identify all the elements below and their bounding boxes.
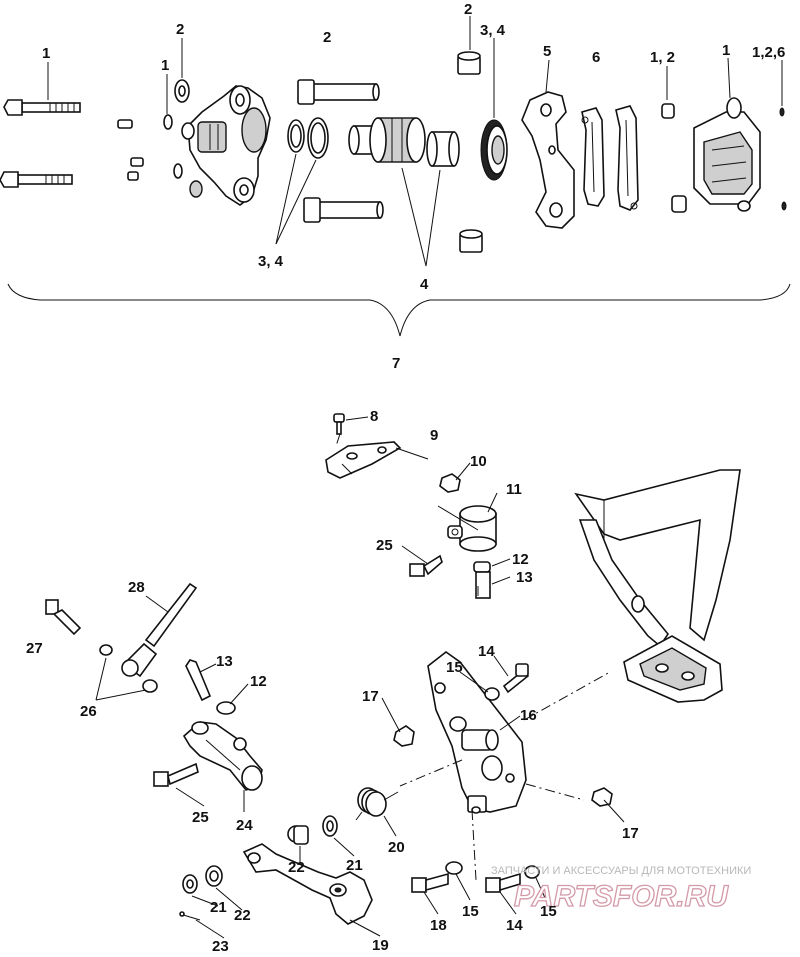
callout-label: 27 bbox=[26, 640, 43, 657]
pushrod-washers bbox=[99, 644, 158, 693]
callout-label: 1 bbox=[42, 45, 50, 62]
callout-label: 3, 4 bbox=[258, 253, 284, 270]
return-spring bbox=[355, 787, 399, 821]
master-cylinder-mount-bolt bbox=[153, 762, 199, 787]
assembly-dash-lines bbox=[335, 433, 611, 881]
watermark: ЗАПЧАСТИ И АКСЕССУАРЫ ДЛЯ МОТОТЕХНИКИ PA… bbox=[491, 865, 751, 914]
pin-boot-upper bbox=[661, 103, 675, 119]
callout-label: 2 bbox=[176, 21, 184, 38]
callout-label: 12 bbox=[512, 551, 529, 568]
callout-label: 25 bbox=[376, 537, 393, 554]
mounting-screw bbox=[333, 413, 345, 435]
frame-section bbox=[574, 469, 741, 703]
guide-pin-upper bbox=[297, 79, 380, 105]
crush-washers bbox=[182, 815, 338, 894]
callout-label: 4 bbox=[420, 276, 429, 293]
caliper-bolt-lower bbox=[0, 171, 73, 188]
lower-leader-lines bbox=[95, 416, 625, 939]
pin-boot-lower bbox=[671, 195, 687, 213]
guide-pin-lower bbox=[303, 197, 384, 223]
callout-label: 10 bbox=[470, 453, 487, 470]
mounting-bracket-plate bbox=[325, 441, 402, 479]
caliper-body-inner bbox=[181, 85, 271, 206]
reservoir-nut bbox=[439, 473, 461, 493]
callout-label: 19 bbox=[372, 937, 389, 954]
callout-label: 1,2,6 bbox=[752, 44, 785, 61]
pedal-washers bbox=[445, 687, 540, 879]
slide-bushing-lower bbox=[459, 229, 483, 253]
caliper-washer-small bbox=[174, 79, 190, 103]
callout-label: 1 bbox=[722, 42, 730, 59]
reservoir-hose-clamp bbox=[473, 561, 491, 573]
caliper-bracket bbox=[521, 91, 575, 229]
reservoir-hose bbox=[475, 571, 491, 599]
bleeder-screw bbox=[117, 114, 203, 198]
master-cylinder-bolt bbox=[45, 599, 82, 636]
callout-label: 12 bbox=[250, 673, 267, 690]
callout-label: 1, 2 bbox=[650, 49, 675, 66]
pushrod bbox=[121, 582, 198, 678]
callout-label: 17 bbox=[622, 825, 639, 842]
callout-label: 18 bbox=[430, 917, 447, 934]
callout-label: 15 bbox=[446, 659, 463, 676]
callout-label: 17 bbox=[362, 688, 379, 705]
callout-label: 21 bbox=[346, 857, 363, 874]
callout-label: 9 bbox=[430, 427, 438, 444]
piston-dust-boot bbox=[480, 119, 508, 181]
caliper-piston bbox=[348, 117, 426, 163]
callout-label: 23 bbox=[212, 938, 229, 955]
callout-label: 1 bbox=[161, 57, 169, 74]
caliper-clip bbox=[779, 107, 787, 211]
callout-label: 21 bbox=[210, 899, 227, 916]
pedal-bolts bbox=[411, 663, 530, 893]
callout-label: 11 bbox=[506, 481, 522, 498]
callout-label: 2 bbox=[464, 1, 472, 18]
callout-label: 3, 4 bbox=[480, 22, 506, 39]
piston-cup bbox=[426, 131, 460, 167]
callout-label: 22 bbox=[288, 859, 305, 876]
caliper-exploded-view bbox=[0, 51, 791, 337]
brake-fluid-reservoir bbox=[447, 505, 497, 552]
callout-label: 20 bbox=[388, 839, 405, 856]
master-cylinder-hose-clamp bbox=[216, 701, 236, 715]
caliper-body-outer bbox=[693, 97, 761, 212]
callout-label: 22 bbox=[234, 907, 251, 924]
brake-pad-inner bbox=[581, 107, 605, 207]
caliper-bolt-upper bbox=[3, 99, 81, 116]
watermark-caption: ЗАПЧАСТИ И АКСЕССУАРЫ ДЛЯ МОТОТЕХНИКИ bbox=[491, 865, 751, 877]
reservoir-bolt bbox=[409, 554, 443, 577]
callout-label: 8 bbox=[370, 408, 378, 425]
cotter-pin bbox=[179, 911, 201, 921]
callout-label: 16 bbox=[520, 707, 537, 724]
callout-label: 7 bbox=[392, 355, 400, 372]
callout-label: 28 bbox=[128, 579, 145, 596]
callout-label: 14 bbox=[478, 643, 495, 660]
callout-label: 13 bbox=[216, 653, 233, 670]
top-leader-lines bbox=[47, 16, 783, 267]
brake-line-banjo bbox=[242, 843, 373, 925]
master-cylinder bbox=[182, 721, 263, 791]
master-cylinder-hose bbox=[185, 659, 212, 702]
callout-label: 25 bbox=[192, 809, 209, 826]
callout-label: 26 bbox=[80, 703, 97, 720]
slide-bushing-upper bbox=[457, 51, 481, 75]
callout-label: 2 bbox=[323, 29, 331, 46]
pedal-pivot-plate bbox=[427, 651, 527, 814]
callout-label: 13 bbox=[516, 569, 533, 586]
assembly-brace bbox=[7, 283, 791, 337]
piston-seals bbox=[287, 117, 329, 159]
callout-label: 14 bbox=[506, 917, 523, 934]
callout-label: 15 bbox=[540, 903, 557, 920]
callout-labels: 1 2 1 2 2 3, 4 5 6 1, 2 1 1,2,6 3, 4 4 7… bbox=[26, 1, 785, 955]
brake-pad-outer bbox=[615, 105, 639, 211]
callout-label: 24 bbox=[236, 817, 253, 834]
callout-label: 15 bbox=[462, 903, 479, 920]
callout-label: 6 bbox=[592, 49, 600, 66]
callout-label: 5 bbox=[543, 43, 551, 60]
watermark-logo: PARTSFOR.RU bbox=[514, 880, 729, 913]
